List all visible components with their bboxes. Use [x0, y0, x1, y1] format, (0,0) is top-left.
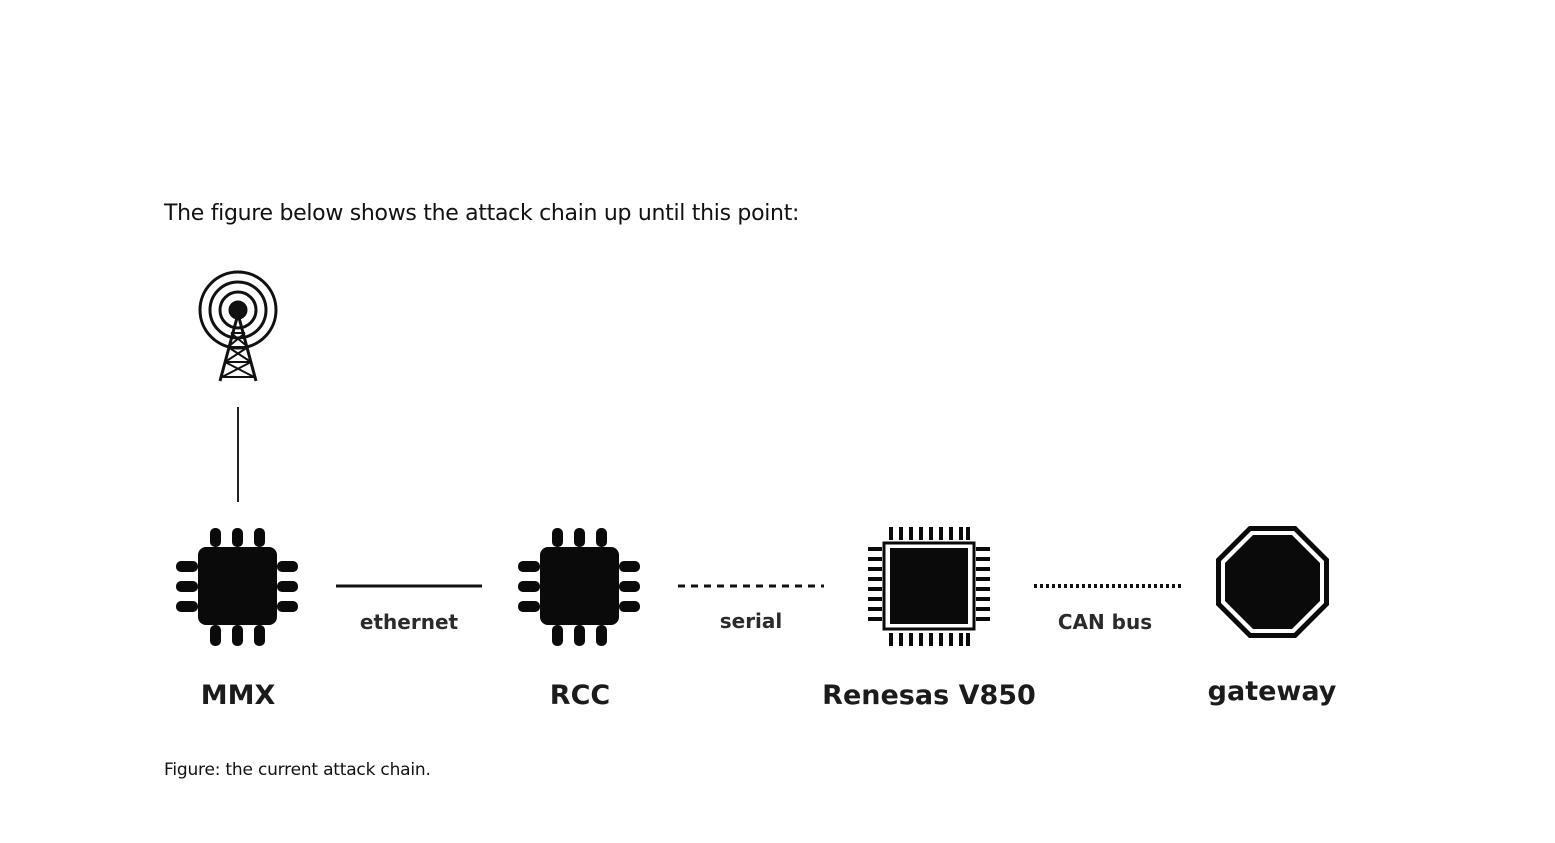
link-label-can-bus: CAN bus — [1058, 610, 1152, 634]
radio-tower-icon — [198, 270, 278, 382]
rcc-chip-icon — [518, 528, 640, 646]
intro-text: The figure below shows the attack chain … — [164, 201, 800, 226]
renesas-chip-icon — [868, 527, 990, 646]
node-label-mmx: MMX — [201, 680, 276, 711]
link-label-serial: serial — [720, 609, 783, 633]
link-label-ethernet: ethernet — [360, 610, 459, 634]
node-label-renesas: Renesas V850 — [822, 680, 1036, 711]
node-label-gateway: gateway — [1208, 676, 1337, 707]
gateway-octagon-icon — [1216, 526, 1329, 638]
mmx-chip-icon — [176, 528, 298, 646]
node-label-rcc: RCC — [550, 680, 610, 711]
figure-caption: Figure: the current attack chain. — [164, 760, 431, 780]
